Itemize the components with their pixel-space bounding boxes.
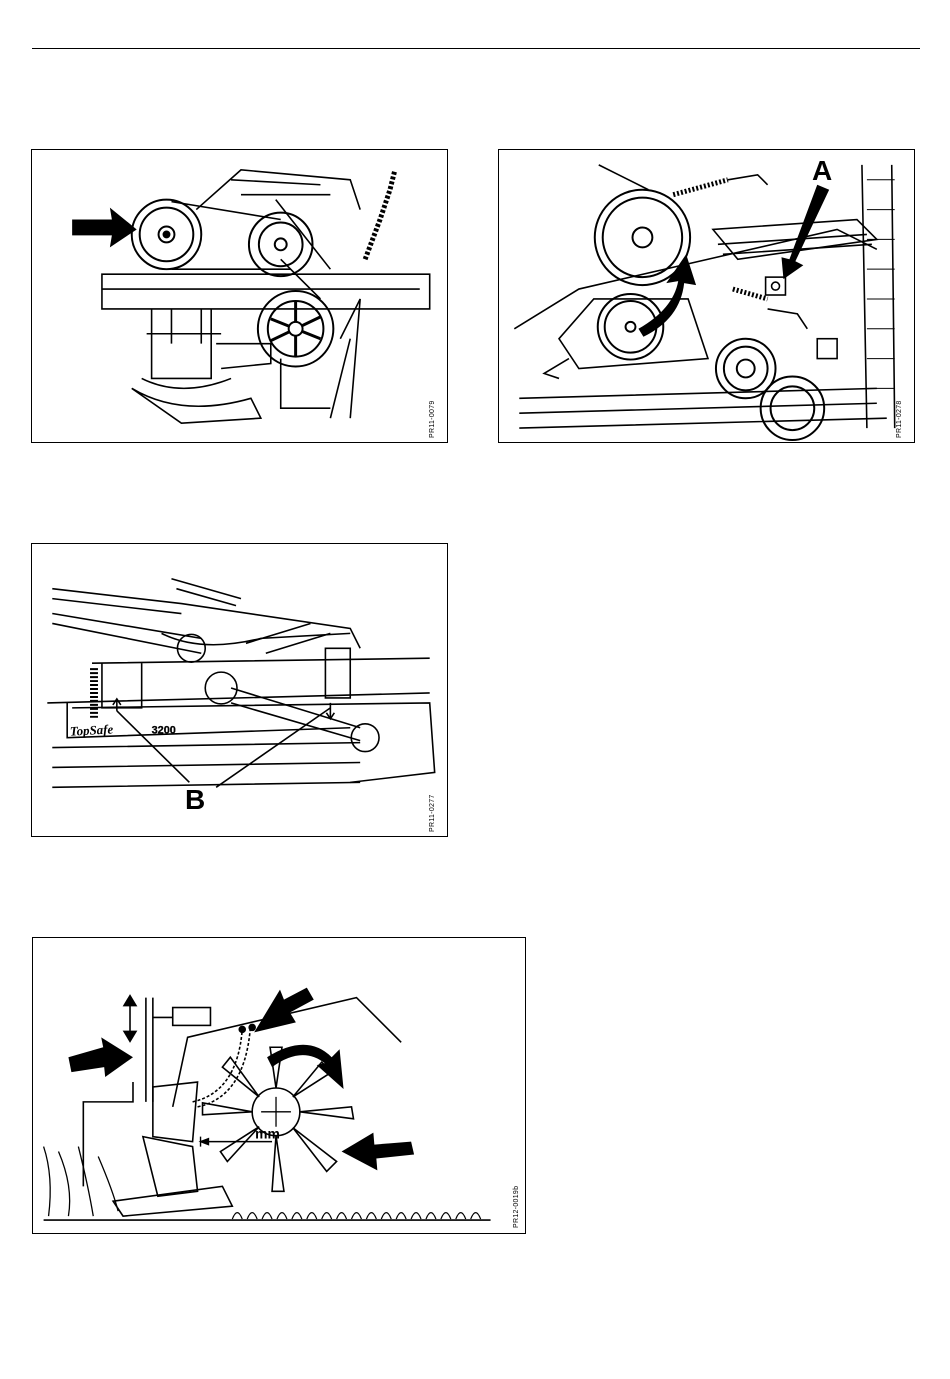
figure-belt-tensioner: A PR11-0278 bbox=[498, 149, 915, 443]
arrow-icon bbox=[781, 185, 829, 279]
figure-conditioner-rotor: mm PR12-0019b bbox=[32, 937, 526, 1234]
figure-belt-drive-pulleys: PR11-0079 bbox=[31, 149, 448, 443]
callout-b: B bbox=[185, 784, 205, 816]
figure-code: PR12-0019b bbox=[513, 1186, 520, 1228]
arrow-icon bbox=[72, 208, 137, 248]
curved-arrow-icon bbox=[638, 254, 696, 336]
belt-tensioner-illustration bbox=[499, 150, 914, 442]
decal-brand: TopSafe bbox=[70, 721, 114, 738]
belt-drive-illustration bbox=[32, 150, 447, 442]
arrow-icon bbox=[342, 1133, 415, 1171]
pulley-icon bbox=[132, 200, 202, 270]
header-rule bbox=[32, 48, 920, 49]
drive-shaft-illustration: TopSafe 3200 bbox=[32, 544, 447, 836]
callout-a: A bbox=[812, 155, 832, 187]
arrow-icon bbox=[68, 1037, 133, 1077]
figure-drive-shaft: TopSafe 3200 B PR11-0277 bbox=[31, 543, 448, 837]
conditioner-rotor-illustration: mm bbox=[33, 938, 525, 1233]
figure-code: PR11-0079 bbox=[429, 400, 436, 438]
double-arrow-icon bbox=[124, 996, 136, 1042]
figure-code: PR11-0277 bbox=[429, 794, 436, 832]
figure-code: PR11-0278 bbox=[896, 400, 903, 438]
decal-model: 3200 bbox=[152, 725, 176, 737]
dimension-unit: mm bbox=[255, 1126, 280, 1142]
